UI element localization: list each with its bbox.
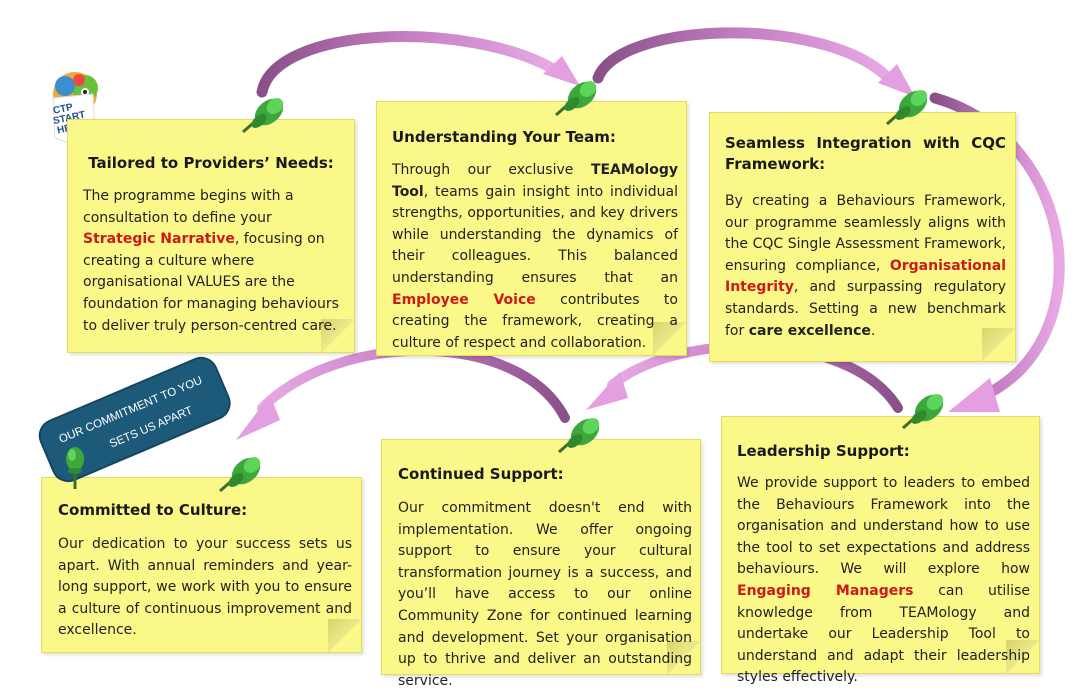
pushpin-icon xyxy=(242,98,284,134)
card-leadership-support: Leadership Support: We provide support t… xyxy=(721,416,1040,685)
commitment-badge: OUR COMMITMENT TO YOU SETS US APART xyxy=(34,343,232,493)
card-body: Through our exclusive TEAMology Tool, te… xyxy=(392,160,678,354)
highlight-text: Employee Voice xyxy=(392,291,536,308)
arrow-6-to-5-head xyxy=(586,372,628,410)
page-curl xyxy=(1006,640,1040,674)
page-curl xyxy=(653,322,687,356)
body-text: Our dedication to your success sets us a… xyxy=(58,536,352,639)
arrow-3-to-6-head xyxy=(948,378,1000,412)
body-text: contributes to creating the framework, c… xyxy=(392,291,678,351)
body-text: , and surpassing regulatory standards. S… xyxy=(725,279,1006,339)
pushpin-icon xyxy=(66,447,84,489)
bold-text: TEAMology Tool xyxy=(392,162,678,200)
card-title: Leadership Support: xyxy=(737,442,910,460)
card-title: Continued Support: xyxy=(398,465,564,483)
card-title: Understanding Your Team: xyxy=(392,128,616,146)
body-text: . xyxy=(870,322,876,339)
bold-text: care excellence xyxy=(748,322,871,339)
card-body: Our dedication to your success sets us a… xyxy=(58,534,352,642)
body-text: , teams gain insight into individual str… xyxy=(392,183,678,286)
body-text: Our commitment doesn't end with implemen… xyxy=(398,500,692,689)
arrow-1-to-2-head xyxy=(543,56,580,86)
highlight-text: Engaging Managers xyxy=(737,582,914,599)
card-body: We provide support to leaders to embed t… xyxy=(737,473,1030,689)
logo-line1: CTP xyxy=(52,102,74,117)
pushpin-icon xyxy=(555,81,597,117)
card-title: Seamless Integration with CQC Framework: xyxy=(725,134,1006,173)
body-text: By creating a Behaviours Framework, our … xyxy=(725,193,1006,274)
page-curl xyxy=(982,328,1016,362)
page-curl xyxy=(328,619,362,653)
pushpin-icon xyxy=(902,394,944,430)
body-text: can utilise knowledge from TEAMology and… xyxy=(737,582,1030,686)
card-continued-support: Continued Support: Our commitment doesn'… xyxy=(381,439,701,689)
card-tailored: Tailored to Providers’ Needs: The progra… xyxy=(67,119,355,353)
card-body: Our commitment doesn't end with implemen… xyxy=(398,498,692,692)
pushpin-icon xyxy=(219,457,261,493)
page-curl xyxy=(321,319,355,353)
card-committed-culture: Committed to Culture: Our dedication to … xyxy=(41,477,362,653)
pushpin-icon xyxy=(886,90,928,126)
arrow-5-to-4-head xyxy=(236,395,280,440)
card-title: Tailored to Providers’ Needs: xyxy=(88,154,334,172)
highlight-text: Strategic Narrative xyxy=(83,231,235,248)
arrow-2-to-3 xyxy=(592,27,896,86)
body-text: We provide support to leaders to embed t… xyxy=(737,475,1030,578)
card-understanding-team: Understanding Your Team: Through our exc… xyxy=(376,101,687,356)
highlight-text: Organisational Integrity xyxy=(725,257,1006,296)
card-cqc-integration: Seamless Integration with CQC Framework:… xyxy=(709,112,1016,362)
card-title: Committed to Culture: xyxy=(58,501,248,519)
page-curl xyxy=(667,641,701,675)
body-text: , focusing on creating a culture where o… xyxy=(83,231,339,334)
arrow-1-to-2 xyxy=(256,31,561,98)
arrow-5-to-4 xyxy=(257,345,570,423)
card-body: By creating a Behaviours Framework, our … xyxy=(725,191,1006,342)
card-body: The programme begins with a consultation… xyxy=(83,186,345,337)
body-text: The programme begins with a consultation… xyxy=(83,188,294,226)
body-text: Through our exclusive xyxy=(392,162,591,178)
arrow-2-to-3-head xyxy=(878,64,915,97)
pushpin-icon xyxy=(558,418,600,454)
